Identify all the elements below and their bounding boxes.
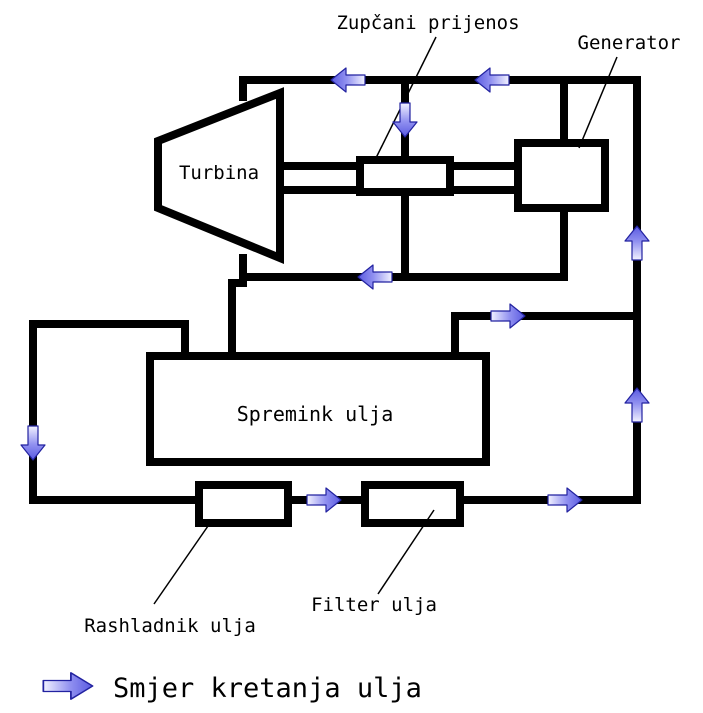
block-arrow-icon — [392, 102, 418, 138]
oil-cooler-label: Rashladnik ulja — [84, 615, 256, 637]
turbine-label: Turbina — [179, 162, 259, 184]
block-arrow-icon — [624, 387, 650, 423]
block-arrow-icon — [42, 671, 94, 701]
legend: Smjer kretanja ulja — [42, 671, 422, 704]
block-arrow-icon — [306, 487, 342, 513]
oil-tank: Spremink ulja — [146, 352, 490, 466]
oil-tank-label: Spremink ulja — [237, 402, 394, 426]
oil-filter: Filter ulja — [311, 481, 464, 616]
block-arrow-icon — [20, 425, 46, 461]
block-arrow-icon — [490, 303, 526, 329]
block-arrow-icon — [547, 487, 583, 513]
oil-cooler: Rashladnik ulja — [84, 481, 292, 637]
generator-label: Generator — [578, 32, 681, 54]
gear-transmission: Zupčani prijenos — [336, 12, 520, 196]
oil-filter-label: Filter ulja — [311, 594, 437, 616]
turbine: Turbina — [154, 87, 284, 264]
legend-label: Smjer kretanja ulja — [113, 673, 422, 704]
gear-transmission-label: Zupčani prijenos — [336, 12, 519, 34]
block-arrow-icon — [357, 264, 393, 290]
block-arrow-icon — [474, 67, 510, 93]
block-arrow-icon — [624, 225, 650, 261]
generator: Generator — [514, 32, 681, 212]
block-arrow-icon — [330, 67, 366, 93]
